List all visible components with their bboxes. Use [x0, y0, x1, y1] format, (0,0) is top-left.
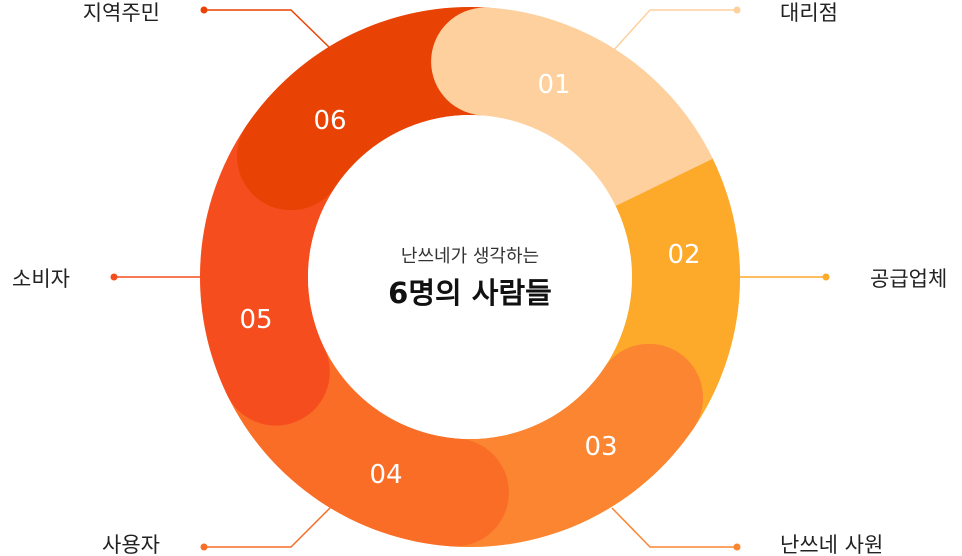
segment-number-02: 02: [667, 240, 700, 270]
label-01: 대리점: [780, 1, 838, 25]
leader-line-01: [611, 6, 741, 53]
label-04: 사용자: [102, 533, 160, 556]
ring-segment-body: [481, 7, 713, 207]
label-05: 소비자: [12, 267, 70, 291]
ring-segment-06: [236, 6, 489, 211]
segment-numbers: 01 02 03 04 05 06: [239, 70, 700, 490]
center-text: 난쓰네가 생각하는 6명의 사람들: [388, 246, 552, 310]
leader-lines: [110, 6, 830, 551]
leader-line-04: [200, 507, 331, 551]
ring-segment-cap: [221, 317, 330, 426]
segment-number-04: 04: [369, 460, 402, 490]
leader-line-06: [200, 6, 331, 49]
ring-segment-01: [431, 7, 713, 207]
ring-segment-03: [451, 343, 704, 548]
label-06: 지역주민: [83, 1, 160, 25]
leader-line-02: [740, 273, 830, 281]
ring-segment-cap: [431, 7, 540, 116]
label-02: 공급업체: [870, 267, 947, 291]
ring-segment-cap: [236, 102, 345, 211]
segment-number-06: 06: [313, 106, 346, 136]
center-subtitle: 난쓰네가 생각하는: [401, 246, 539, 267]
segment-number-01: 01: [537, 70, 570, 100]
leader-line-03: [611, 507, 741, 551]
ring: [200, 6, 740, 548]
segment-number-03: 03: [584, 432, 617, 462]
ring-segment-cap: [595, 343, 704, 452]
leader-line-05: [110, 273, 200, 281]
ring-segment-cap: [400, 438, 509, 547]
ring-inner-disc: [308, 115, 632, 439]
center-title: 6명의 사람들: [388, 276, 552, 310]
label-03: 난쓰네 사원: [780, 533, 883, 556]
segment-number-05: 05: [239, 305, 272, 335]
external-labels: 대리점 공급업체 난쓰네 사원 사용자 소비자 지역주민: [12, 1, 947, 556]
